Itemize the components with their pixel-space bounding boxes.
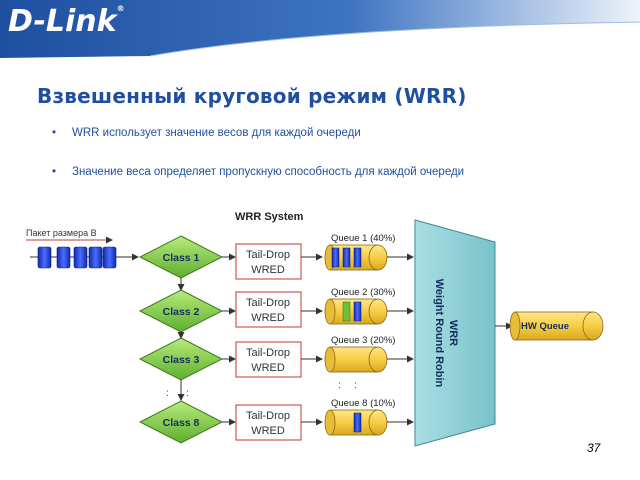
queue-cylinder	[324, 409, 388, 436]
queue-cylinder	[324, 244, 388, 271]
drop-policy-box: Tail-Drop WRED	[235, 341, 302, 378]
bullet-dot-icon: •	[52, 127, 57, 139]
svg-text:Class 8: Class 8	[163, 417, 200, 429]
ellipsis: :	[338, 380, 341, 391]
class-diamond: Class 8	[138, 400, 224, 444]
drop-policy-box: Tail-Drop WRED	[235, 291, 302, 328]
input-packets	[37, 246, 117, 269]
class-diamond: Class 1	[138, 235, 224, 279]
svg-text:WRED: WRED	[251, 362, 285, 374]
system-label: WRR System	[235, 211, 304, 223]
wrr-scheduler: WRR Weight Round Robin	[414, 219, 496, 447]
svg-text:Tail-Drop: Tail-Drop	[246, 347, 290, 359]
queue-cylinder	[324, 298, 388, 325]
svg-text:Class 1: Class 1	[163, 252, 200, 264]
svg-text:Class 3: Class 3	[163, 354, 200, 366]
svg-text:Tail-Drop: Tail-Drop	[246, 410, 290, 422]
ellipsis: :	[354, 380, 357, 391]
header-banner	[0, 0, 640, 58]
queue-label: Queue 1 (40%)	[331, 233, 395, 244]
hw-queue-cylinder: HW Queue	[509, 311, 604, 341]
svg-text:WRR: WRR	[447, 320, 459, 346]
queue-label: Queue 2 (30%)	[331, 287, 395, 298]
bullet-dot-icon: •	[52, 166, 57, 178]
class-diamond: Class 3	[138, 337, 224, 381]
svg-text:Weight Round Robin: Weight Round Robin	[433, 279, 445, 388]
page-number: 37	[587, 441, 601, 455]
svg-text:HW Queue: HW Queue	[521, 321, 569, 332]
svg-text:Tail-Drop: Tail-Drop	[246, 249, 290, 261]
svg-text:Class 2: Class 2	[163, 306, 200, 318]
class-diamond: Class 2	[138, 289, 224, 333]
dlink-logo: D-Link®	[8, 4, 125, 39]
packet-label: Пакет размера B	[26, 228, 97, 238]
drop-policy-box: Tail-Drop WRED	[235, 243, 302, 280]
svg-text:WRED: WRED	[251, 425, 285, 437]
drop-policy-box: Tail-Drop WRED	[235, 404, 302, 441]
svg-text:WRED: WRED	[251, 312, 285, 324]
queue-cylinder	[324, 346, 388, 373]
ellipsis: :	[166, 388, 169, 399]
queue-label: Queue 8 (10%)	[331, 398, 395, 409]
slide-title: Взвешенный круговой режим (WRR)	[37, 84, 467, 108]
ellipsis: :	[186, 388, 189, 399]
svg-text:Tail-Drop: Tail-Drop	[246, 297, 290, 309]
svg-text:WRED: WRED	[251, 264, 285, 276]
queue-label: Queue 3 (20%)	[331, 335, 395, 346]
